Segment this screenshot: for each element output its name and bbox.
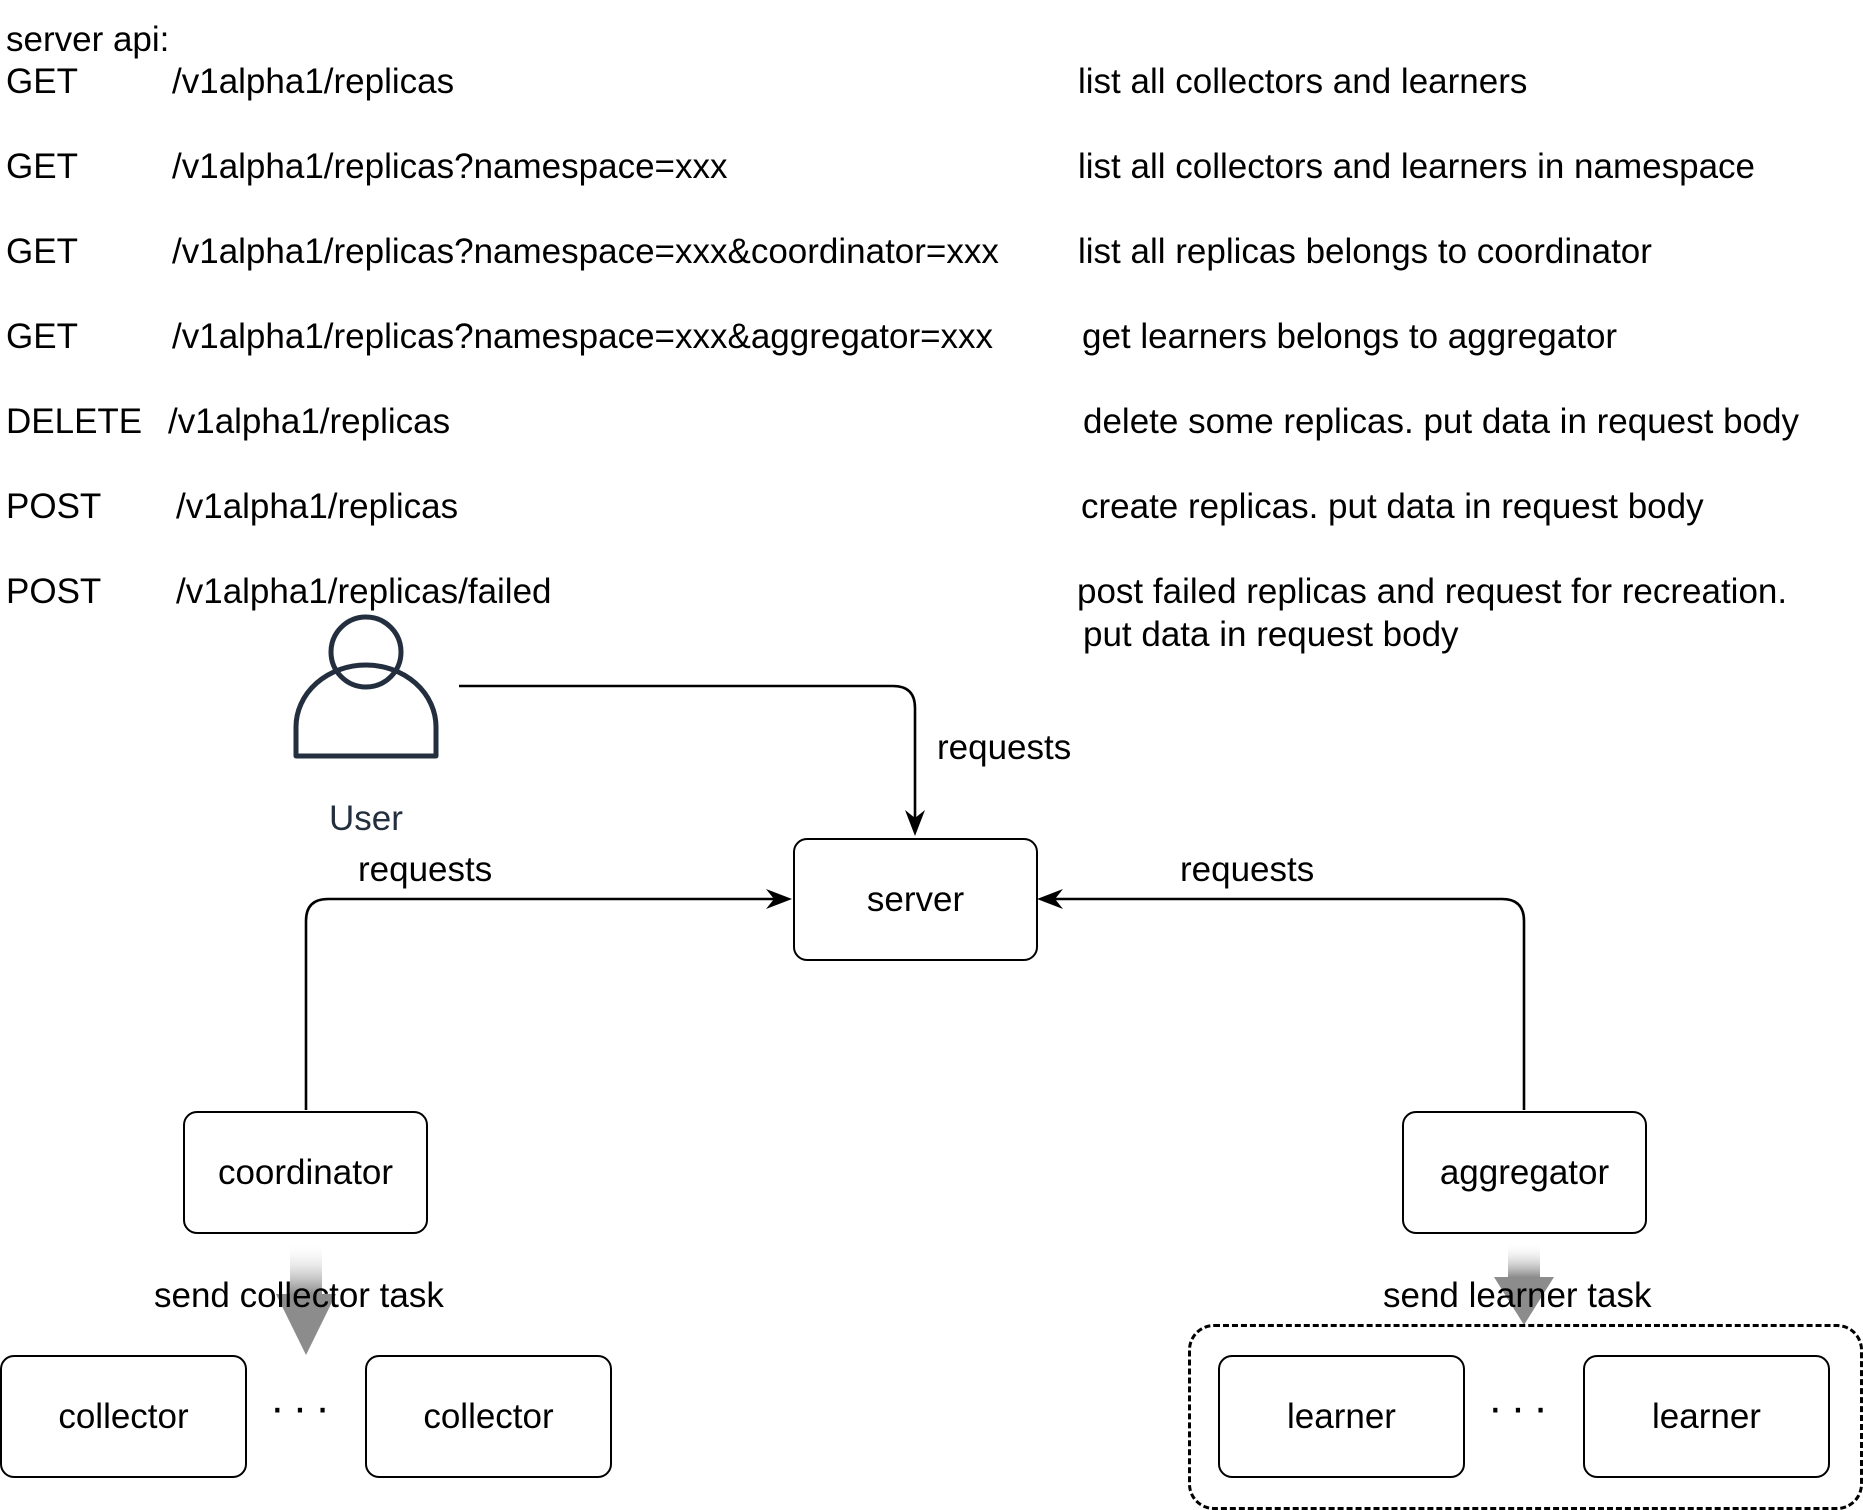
api-method: GET: [6, 62, 78, 101]
api-path: /v1alpha1/replicas: [172, 62, 455, 101]
edge-user-server: [459, 684, 917, 818]
task-arrow-collector: [276, 1242, 336, 1355]
api-method: DELETE: [6, 402, 143, 441]
task-arrow-learner: [1494, 1242, 1554, 1325]
api-method: POST: [6, 487, 102, 526]
api-method: POST: [6, 572, 102, 611]
api-description: get learners belongs to aggregator: [1082, 317, 1618, 356]
api-description: create replicas. put data in request bod…: [1081, 487, 1704, 526]
arrowhead-coordinator-server: [766, 889, 792, 909]
server-label: server: [866, 879, 965, 919]
api-path: /v1alpha1/replicas?namespace=xxx&coordin…: [172, 232, 999, 271]
api-path: /v1alpha1/replicas: [176, 487, 459, 526]
collector-label: collector: [423, 1396, 554, 1436]
coordinator-node: coordinator: [183, 1111, 428, 1234]
api-description: list all replicas belongs to coordinator: [1078, 232, 1652, 271]
api-description: post failed replicas and request for rec…: [1077, 572, 1788, 611]
aggregator-node: aggregator: [1402, 1111, 1647, 1234]
edge-label-coordinator-collectors: send collector task: [154, 1276, 444, 1315]
collector-ellipsis: ···: [270, 1383, 338, 1432]
collector-label: collector: [58, 1396, 189, 1436]
arrowhead-user-server: [905, 810, 925, 836]
learner-node: learner: [1218, 1355, 1465, 1478]
api-description: list all collectors and learners: [1078, 62, 1528, 101]
learner-label: learner: [1287, 1396, 1396, 1436]
api-method: GET: [6, 147, 78, 186]
api-header: server api:: [6, 20, 170, 59]
api-path: /v1alpha1/replicas/failed: [176, 572, 552, 611]
edge-label-aggregator-server: requests: [1180, 850, 1315, 889]
edge-label-coordinator-server: requests: [358, 850, 493, 889]
aggregator-label: aggregator: [1439, 1152, 1610, 1192]
collector-node: collector: [0, 1355, 247, 1478]
edge-aggregator-server: [1054, 897, 1526, 1110]
arrowhead-aggregator-server: [1037, 889, 1063, 909]
collector-node: collector: [365, 1355, 612, 1478]
edge-label-user-server: requests: [937, 728, 1072, 767]
learner-label: learner: [1652, 1396, 1761, 1436]
user-label: User: [329, 799, 403, 838]
user-icon: [293, 614, 439, 759]
api-method: GET: [6, 232, 78, 271]
coordinator-label: coordinator: [217, 1152, 394, 1192]
api-path: /v1alpha1/replicas?namespace=xxx&aggrega…: [172, 317, 994, 356]
api-path: /v1alpha1/replicas?namespace=xxx: [172, 147, 728, 186]
api-path: /v1alpha1/replicas: [168, 402, 451, 441]
api-description-continued: put data in request body: [1083, 615, 1459, 654]
api-description: delete some replicas. put data in reques…: [1083, 402, 1799, 441]
api-description: list all collectors and learners in name…: [1078, 147, 1755, 186]
learner-node: learner: [1583, 1355, 1830, 1478]
edge-coordinator-server: [304, 897, 776, 1110]
edge-label-aggregator-learners: send learner task: [1383, 1276, 1652, 1315]
api-method: GET: [6, 317, 78, 356]
learner-ellipsis: ···: [1488, 1383, 1556, 1432]
server-node: server: [793, 838, 1038, 961]
